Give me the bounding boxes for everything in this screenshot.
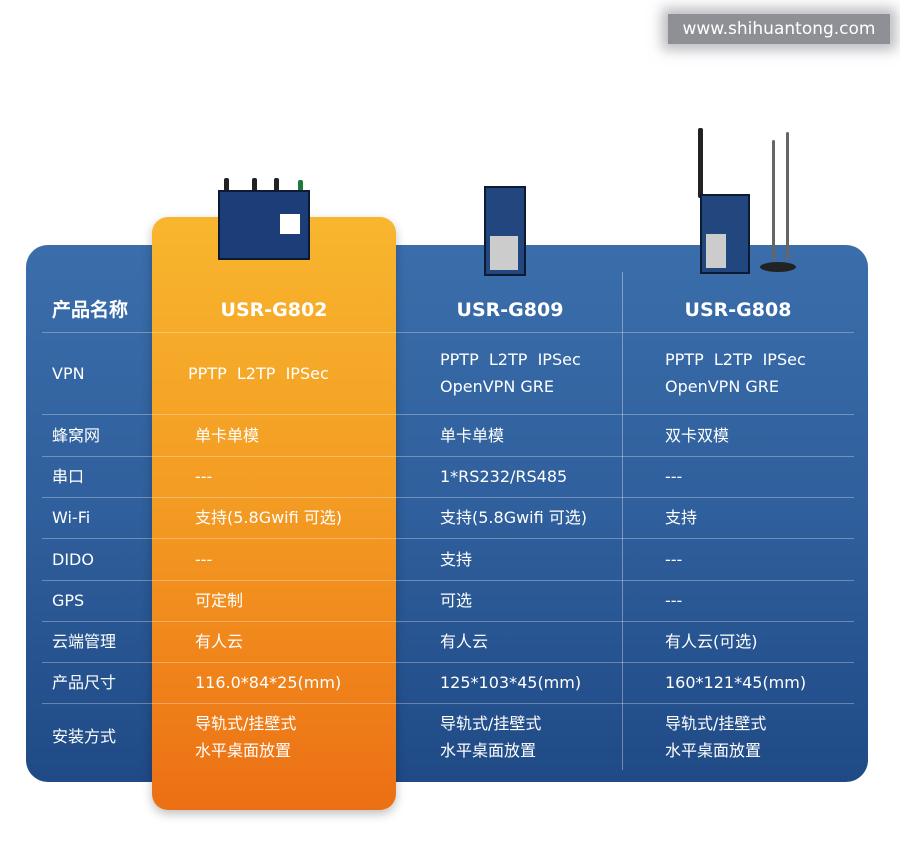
spec-cell: 有人云(可选) (665, 621, 758, 662)
spec-value: 双卡双模 (665, 425, 730, 445)
spec-cell: 导轨式/挂壁式水平桌面放置 (195, 703, 296, 770)
row-label: VPN (52, 363, 85, 383)
spec-cell: 单卡单模 (440, 414, 504, 456)
spec-cell: PPTP L2TP IPSec (188, 332, 329, 414)
spec-value: 125*103*45(mm) (440, 673, 582, 692)
spec-cell: 支持 (665, 497, 697, 538)
spec-value: 有人云 (195, 632, 244, 651)
product-name-usr-g809: USR-G809 (456, 298, 564, 321)
spec-value: PPTP L2TP IPSec (440, 350, 581, 369)
spec-value: 1*RS232/RS485 (440, 467, 568, 486)
spec-cell: 导轨式/挂壁式水平桌面放置 (665, 703, 766, 770)
spec-cell: 支持 (440, 538, 472, 580)
spec-value: 支持(5.8Gwifi 可选) (440, 508, 588, 527)
spec-value: 单卡单模 (440, 425, 505, 445)
row-label: GPS (52, 591, 85, 610)
spec-value: --- (195, 467, 213, 486)
spec-value: 导轨式/挂壁式 (440, 713, 542, 733)
row-divider (42, 662, 854, 663)
spec-value: --- (665, 467, 683, 486)
spec-cell: --- (195, 456, 212, 497)
spec-cell: 支持(5.8Gwifi 可选) (195, 497, 342, 538)
spec-value: PPTP L2TP IPSec (188, 363, 329, 383)
row-divider (42, 456, 854, 457)
spec-cell: 125*103*45(mm) (440, 662, 581, 703)
spec-cell: --- (665, 456, 682, 497)
spec-value: --- (665, 549, 683, 569)
header-label: 产品名称 (52, 298, 129, 321)
spec-value: --- (195, 549, 213, 569)
row-label: 产品尺寸 (52, 673, 117, 692)
spec-cell: 可选 (440, 580, 472, 621)
row-divider (42, 621, 854, 622)
row-label: 串口 (52, 467, 85, 486)
row-label: 蜂窝网 (52, 425, 101, 445)
row-label: 云端管理 (52, 632, 117, 651)
spec-value: OpenVPN GRE (665, 377, 780, 396)
spec-cell: 116.0*84*25(mm) (195, 662, 341, 703)
row-divider (42, 332, 854, 333)
spec-value: 可定制 (195, 591, 244, 610)
spec-cell: 可定制 (195, 580, 243, 621)
spec-value: 导轨式/挂壁式 (665, 713, 767, 733)
spec-cell: 160*121*45(mm) (665, 662, 806, 703)
spec-cell: 支持(5.8Gwifi 可选) (440, 497, 587, 538)
spec-cell: --- (665, 538, 682, 580)
spec-cell: 导轨式/挂壁式水平桌面放置 (440, 703, 541, 770)
spec-value: 支持 (665, 508, 698, 527)
spec-value: 水平桌面放置 (440, 740, 537, 760)
spec-value: 支持 (440, 549, 473, 569)
spec-cell: --- (665, 580, 682, 621)
spec-value: 160*121*45(mm) (665, 673, 807, 692)
watermark: www.shihuantong.com (668, 14, 890, 44)
spec-value: 支持(5.8Gwifi 可选) (195, 508, 343, 527)
spec-value: PPTP L2TP IPSec (665, 350, 806, 369)
spec-cell: 有人云 (440, 621, 488, 662)
row-label: Wi-Fi (52, 508, 91, 527)
spec-value: 有人云 (440, 632, 489, 651)
spec-cell: --- (195, 538, 212, 580)
spec-value: 可选 (440, 591, 473, 610)
highlight-column (152, 217, 396, 810)
row-label: DIDO (52, 549, 94, 569)
spec-value: 水平桌面放置 (665, 740, 762, 760)
row-divider (42, 703, 854, 704)
spec-cell: 1*RS232/RS485 (440, 456, 567, 497)
spec-value: 导轨式/挂壁式 (195, 713, 297, 733)
row-divider (42, 580, 854, 581)
spec-cell: 有人云 (195, 621, 243, 662)
spec-value: OpenVPN GRE (440, 377, 555, 396)
spec-value: 116.0*84*25(mm) (195, 673, 342, 692)
product-name-usr-g808: USR-G808 (684, 298, 792, 321)
spec-cell: 单卡单模 (195, 414, 259, 456)
spec-value: 单卡单模 (195, 425, 260, 445)
row-divider (42, 538, 854, 539)
spec-value: 水平桌面放置 (195, 740, 292, 760)
spec-value: 有人云(可选) (665, 632, 758, 651)
row-label: 安装方式 (52, 727, 117, 746)
row-divider (42, 414, 854, 415)
product-name-usr-g802: USR-G802 (220, 298, 328, 321)
row-divider (42, 497, 854, 498)
spec-cell: 双卡双模 (665, 414, 729, 456)
spec-value: --- (665, 591, 683, 610)
column-divider (622, 272, 623, 770)
